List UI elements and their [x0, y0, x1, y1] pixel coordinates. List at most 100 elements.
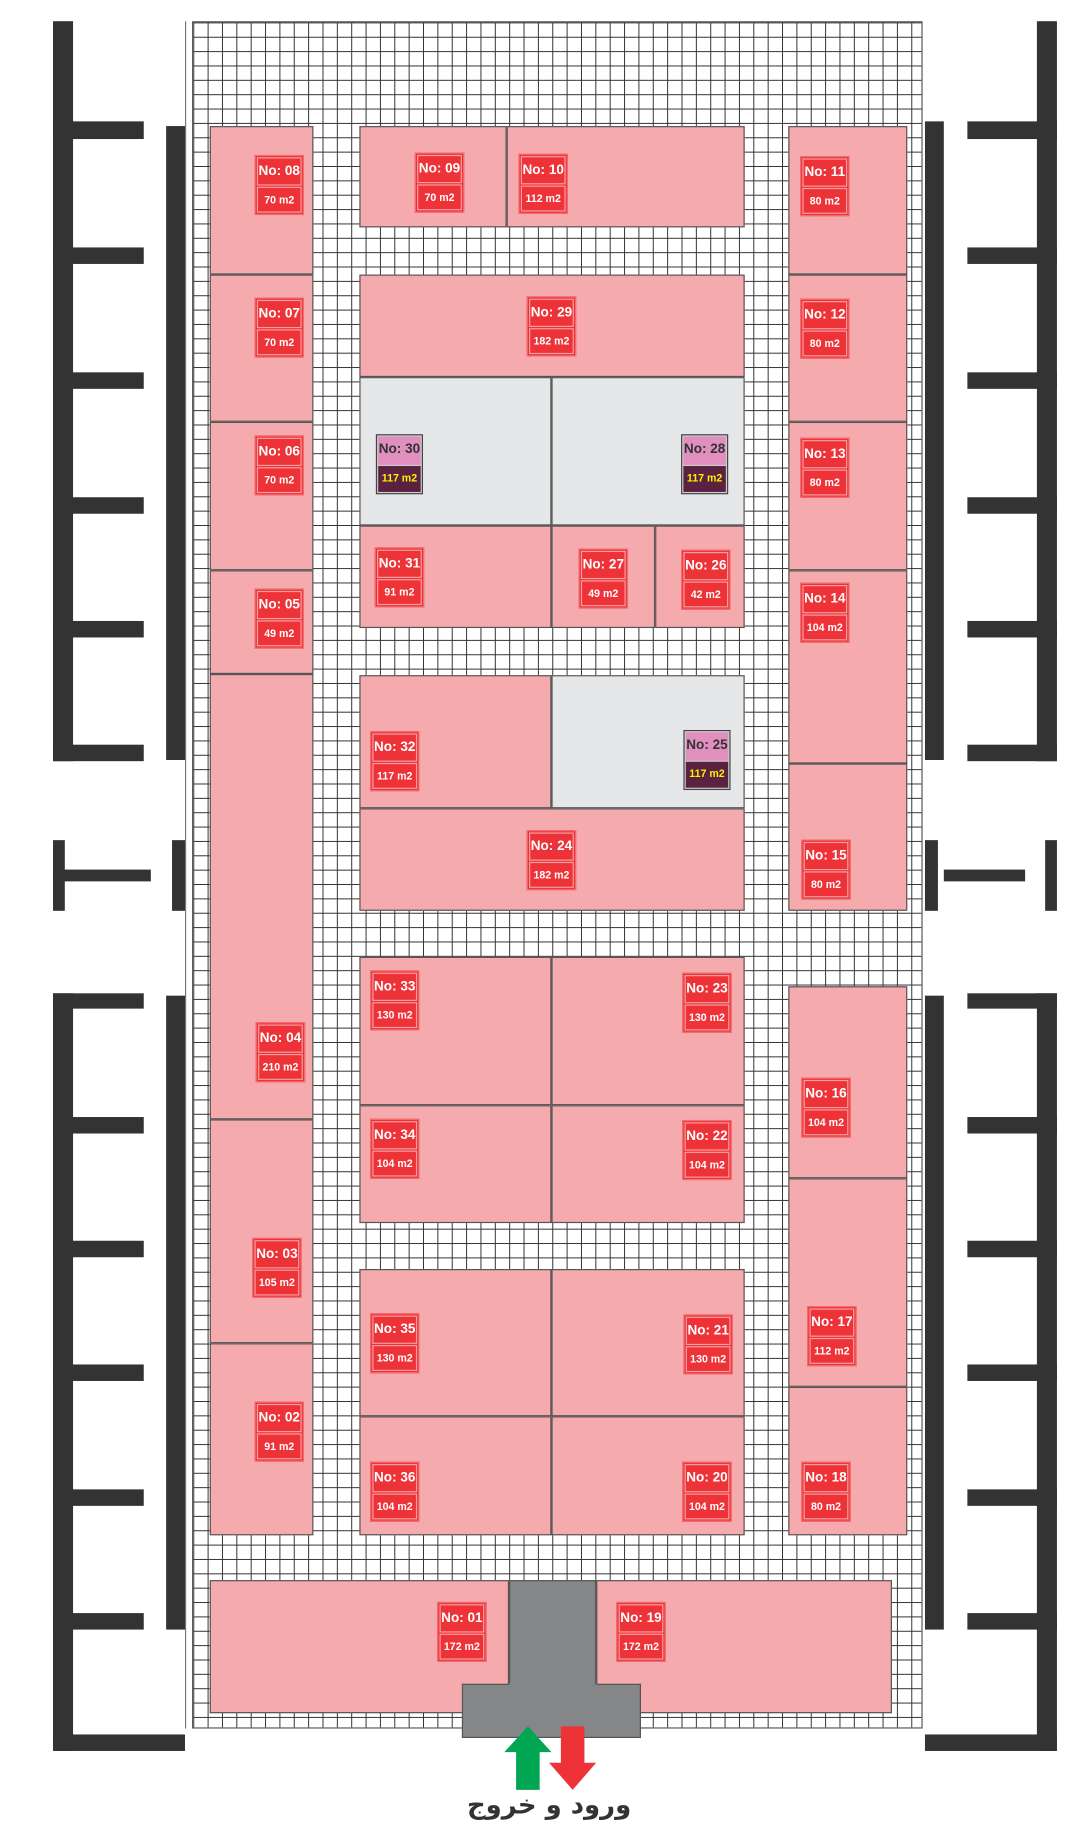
grid-border: [184, 21, 187, 1729]
stall-number: No: 35: [372, 1315, 418, 1344]
wall-segment: [166, 995, 185, 1630]
stall-area: 80 m2: [803, 1493, 849, 1520]
wall-segment: [53, 497, 144, 514]
wall-segment: [53, 247, 144, 264]
stall-number: No: 15: [803, 841, 849, 871]
stall-03[interactable]: [209, 1119, 314, 1344]
stall-area: 117 m2: [378, 466, 421, 492]
wall-segment: [53, 372, 144, 389]
wall-segment: [967, 620, 1057, 638]
stall-area: 117 m2: [685, 761, 729, 788]
stall-area: 42 m2: [683, 581, 729, 608]
wall-segment: [924, 840, 938, 911]
stall-number: No: 26: [683, 552, 729, 581]
stall-area: 104 m2: [684, 1151, 730, 1178]
stall-area: 130 m2: [684, 1004, 730, 1031]
stall-number: No: 02: [256, 1403, 302, 1433]
wall-segment: [53, 1613, 144, 1630]
stall-area: 130 m2: [372, 1002, 418, 1029]
stall-area: 117 m2: [683, 466, 726, 492]
wall-segment: [1045, 840, 1057, 911]
stall-area: 104 m2: [372, 1493, 418, 1520]
stall-24[interactable]: [359, 808, 745, 911]
stall-area: 104 m2: [803, 1109, 849, 1136]
stall-number: No: 27: [580, 550, 626, 580]
stall-number: No: 22: [684, 1122, 730, 1151]
wall-segment: [53, 1117, 144, 1134]
stall-number: No: 13: [802, 440, 848, 469]
stall-number: No: 05: [256, 590, 302, 620]
wall-segment: [53, 1240, 144, 1258]
stall-number: No: 29: [529, 298, 574, 327]
stall-number: No: 07: [256, 299, 302, 329]
wall-segment: [53, 869, 151, 882]
wall-segment: [53, 993, 144, 1009]
wall-segment: [53, 1734, 185, 1751]
wall-segment: [967, 993, 1057, 1009]
stall-number: No: 23: [684, 975, 730, 1004]
stall-number: No: 12: [802, 301, 848, 330]
stall-number: No: 19: [618, 1604, 664, 1633]
wall-segment: [53, 21, 74, 762]
stall-area: 70 m2: [256, 186, 302, 213]
wall-segment: [166, 126, 185, 761]
stall-area: 49 m2: [256, 620, 302, 647]
wall-segment: [924, 1734, 1057, 1751]
stall-number: No: 33: [372, 972, 418, 1001]
wall-segment: [967, 744, 1057, 762]
stall-area: 70 m2: [417, 184, 462, 211]
stall-area: 70 m2: [256, 329, 302, 356]
stall-area: 105 m2: [254, 1269, 300, 1296]
stall-number: No: 03: [254, 1240, 300, 1269]
entrance-corridor: [509, 1580, 597, 1687]
stall-number: No: 10: [520, 156, 566, 185]
stall-number: No: 08: [256, 157, 302, 186]
entrance-exit-label: ورود و خروج: [466, 1791, 632, 1821]
stall-area: 91 m2: [377, 579, 422, 606]
stall-area: 70 m2: [256, 467, 302, 494]
exit-arrow-icon: [549, 1726, 597, 1790]
wall-segment: [924, 995, 944, 1630]
stall-number: No: 28: [683, 436, 726, 465]
wall-segment: [967, 372, 1057, 389]
stall-area: 172 m2: [439, 1633, 485, 1660]
stall-number: No: 01: [439, 1604, 485, 1633]
stall-area: 80 m2: [802, 330, 848, 357]
wall-segment: [924, 121, 944, 761]
stall-number: No: 24: [529, 832, 574, 861]
wall-segment: [53, 1489, 144, 1506]
stall-area: 91 m2: [256, 1433, 302, 1460]
stall-area: 112 m2: [520, 185, 566, 212]
wall-segment: [53, 744, 144, 762]
stall-area: 172 m2: [618, 1633, 664, 1660]
stall-number: No: 16: [803, 1079, 849, 1109]
stall-number: No: 09: [417, 154, 462, 184]
stall-area: 80 m2: [803, 871, 849, 898]
stall-area: 117 m2: [372, 762, 418, 789]
stall-area: 182 m2: [529, 328, 574, 355]
wall-segment: [53, 1364, 144, 1381]
